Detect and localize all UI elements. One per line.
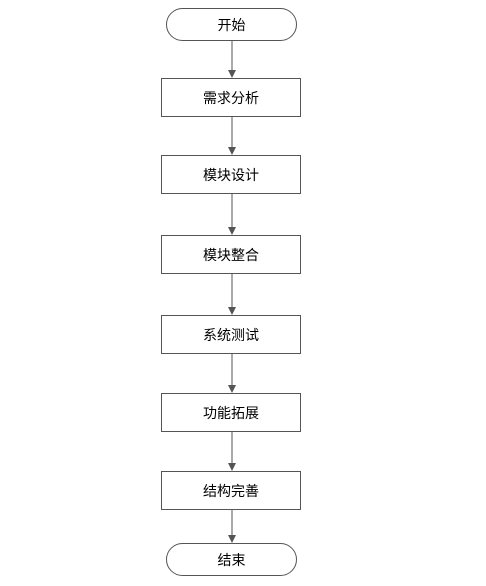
step-requirements-analysis: 需求分析 (161, 78, 301, 117)
step-label: 模块整合 (203, 247, 259, 264)
step-system-testing: 系统测试 (161, 315, 301, 354)
arrow-step2-to-step3 (228, 194, 236, 235)
arrow-step5-to-step6 (228, 432, 236, 471)
step-structure-refinement: 结构完善 (161, 471, 301, 510)
step-label: 需求分析 (203, 90, 259, 107)
arrow-step1-to-step2 (228, 117, 236, 155)
step-label: 功能拓展 (203, 405, 259, 422)
step-label: 结构完善 (203, 483, 259, 500)
arrow-step6-to-end (228, 510, 236, 543)
arrow-start-to-step1 (228, 41, 236, 78)
start-terminal: 开始 (166, 8, 297, 41)
end-label: 结束 (217, 552, 246, 569)
arrow-step4-to-step5 (228, 354, 236, 393)
step-module-design: 模块设计 (161, 155, 301, 194)
start-label: 开始 (217, 17, 246, 34)
arrow-step3-to-step4 (228, 274, 236, 315)
step-label: 模块设计 (203, 167, 259, 184)
step-module-integration: 模块整合 (161, 235, 301, 274)
step-label: 系统测试 (203, 327, 259, 344)
end-terminal: 结束 (166, 543, 297, 576)
step-feature-extension: 功能拓展 (161, 393, 301, 432)
